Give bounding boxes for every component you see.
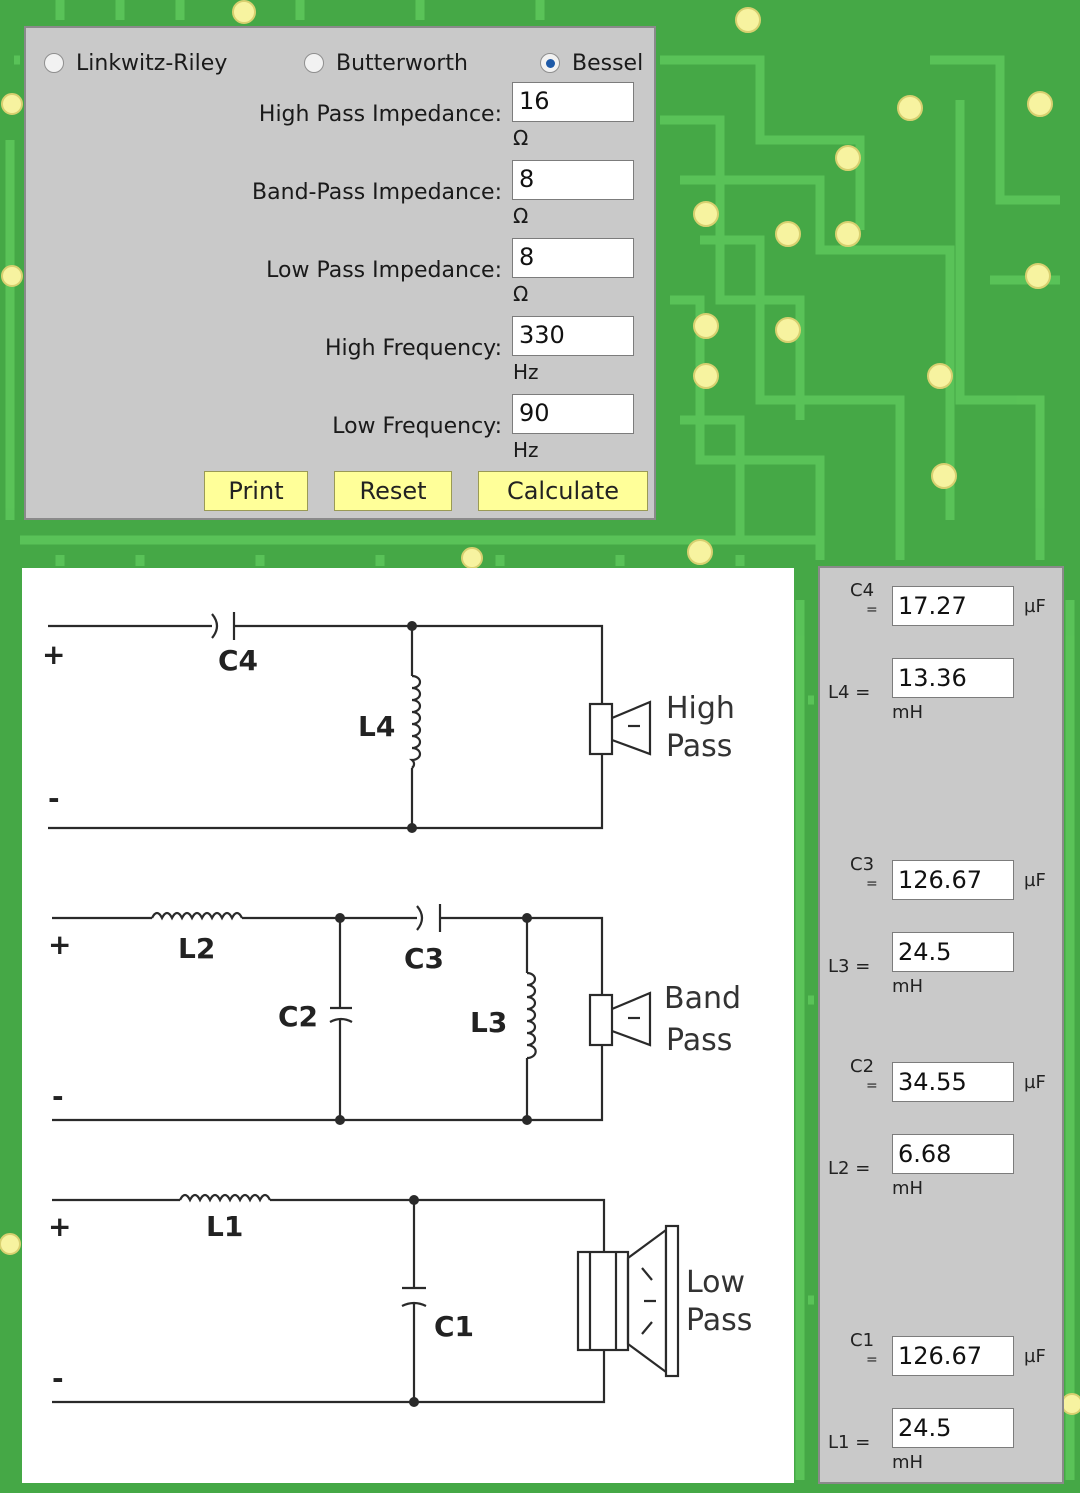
l4-unit: mH [892, 702, 924, 723]
c1-equals: = [866, 1352, 878, 1368]
label-l2: L2 [178, 932, 215, 965]
l2-value-field[interactable]: 6.68 [892, 1134, 1014, 1174]
c4-equals: = [866, 602, 878, 618]
label-c4: C4 [218, 644, 258, 677]
radio-label: Bessel [572, 50, 644, 76]
c2-value-field[interactable]: 34.55 [892, 1062, 1014, 1102]
label-c2: C2 [278, 1000, 318, 1033]
band-pass-title-line2: Pass [666, 1023, 732, 1058]
minus-terminal-band: - [52, 1080, 64, 1113]
c1-name: C1 [850, 1330, 875, 1351]
minus-terminal-high: - [48, 782, 60, 815]
radio-bessel[interactable]: Bessel [540, 48, 643, 78]
l1-name: L1 = [828, 1432, 871, 1453]
label-l4: L4 [358, 710, 395, 743]
calculate-button[interactable]: Calculate [478, 471, 648, 511]
low-frequency-input[interactable]: 90 [512, 394, 634, 434]
c3-name: C3 [850, 854, 875, 875]
high-frequency-input[interactable]: 330 [512, 316, 634, 356]
band-pass-impedance-label: Band-Pass Impedance: [252, 180, 502, 205]
plus-terminal-low: + [48, 1210, 71, 1243]
label-c3: C3 [404, 942, 444, 975]
high-pass-impedance-unit: Ω [513, 126, 529, 150]
l3-name: L3 = [828, 956, 871, 977]
high-pass-title-line1: High [666, 691, 735, 726]
high-pass-impedance-label: High Pass Impedance: [258, 102, 502, 127]
band-pass-impedance-input[interactable]: 8 [512, 160, 634, 200]
l4-name: L4 = [828, 682, 871, 703]
c4-value-field[interactable]: 17.27 [892, 586, 1014, 626]
low-frequency-unit: Hz [513, 438, 539, 462]
high-frequency-unit: Hz [513, 360, 539, 384]
crossover-settings-panel: Linkwitz-Riley Butterworth Bessel High P… [24, 26, 656, 520]
label-c1: C1 [434, 1310, 474, 1343]
c4-unit: µF [1024, 596, 1046, 617]
band-pass-title-line1: Band [664, 981, 741, 1016]
reset-button[interactable]: Reset [334, 471, 452, 511]
l2-name: L2 = [828, 1158, 871, 1179]
low-pass-impedance-unit: Ω [513, 282, 529, 306]
c3-equals: = [866, 876, 878, 892]
high-pass-title-line2: Pass [666, 729, 732, 764]
c4-name: C4 [850, 580, 875, 601]
low-frequency-label: Low Frequency: [332, 414, 502, 439]
l4-value-field[interactable]: 13.36 [892, 658, 1014, 698]
low-pass-title-line1: Low [686, 1265, 745, 1300]
l3-value-field[interactable]: 24.5 [892, 932, 1014, 972]
c2-equals: = [866, 1078, 878, 1094]
low-pass-title-line2: Pass [686, 1303, 752, 1338]
plus-terminal-band: + [48, 928, 71, 961]
low-pass-impedance-input[interactable]: 8 [512, 238, 634, 278]
print-button[interactable]: Print [204, 471, 308, 511]
crossover-schematic: + - C4 L4 + - L2 C2 C3 L3 + - L1 C1 High… [22, 568, 794, 1483]
c3-unit: µF [1024, 870, 1046, 891]
label-l1: L1 [206, 1210, 243, 1243]
radio-dot[interactable] [304, 53, 324, 73]
high-frequency-label: High Frequency: [324, 336, 502, 361]
low-pass-impedance-label: Low Pass Impedance: [266, 258, 502, 283]
schematic-drawing: + - C4 L4 + - L2 C2 C3 L3 + - L1 C1 High… [42, 612, 752, 1407]
l2-unit: mH [892, 1178, 924, 1199]
radio-label: Butterworth [336, 50, 468, 76]
radio-label: Linkwitz-Riley [76, 50, 228, 76]
radio-linkwitz-riley[interactable]: Linkwitz-Riley [44, 48, 227, 78]
high-pass-impedance-input[interactable]: 16 [512, 82, 634, 122]
plus-terminal-high: + [42, 638, 65, 671]
l1-value-field[interactable]: 24.5 [892, 1408, 1014, 1448]
c1-value-field[interactable]: 126.67 [892, 1336, 1014, 1376]
c2-unit: µF [1024, 1072, 1046, 1093]
radio-butterworth[interactable]: Butterworth [304, 48, 468, 78]
c2-name: C2 [850, 1056, 875, 1077]
minus-terminal-low: - [52, 1362, 64, 1395]
l3-unit: mH [892, 976, 924, 997]
c1-unit: µF [1024, 1346, 1046, 1367]
band-pass-impedance-unit: Ω [513, 204, 529, 228]
c3-value-field[interactable]: 126.67 [892, 860, 1014, 900]
results-panel: C4 = 17.27 µF L4 = 13.36 mH C3 = 126.67 … [818, 566, 1064, 1484]
radio-dot-selected[interactable] [540, 53, 560, 73]
l1-unit: mH [892, 1452, 924, 1473]
radio-dot[interactable] [44, 53, 64, 73]
label-l3: L3 [470, 1006, 507, 1039]
